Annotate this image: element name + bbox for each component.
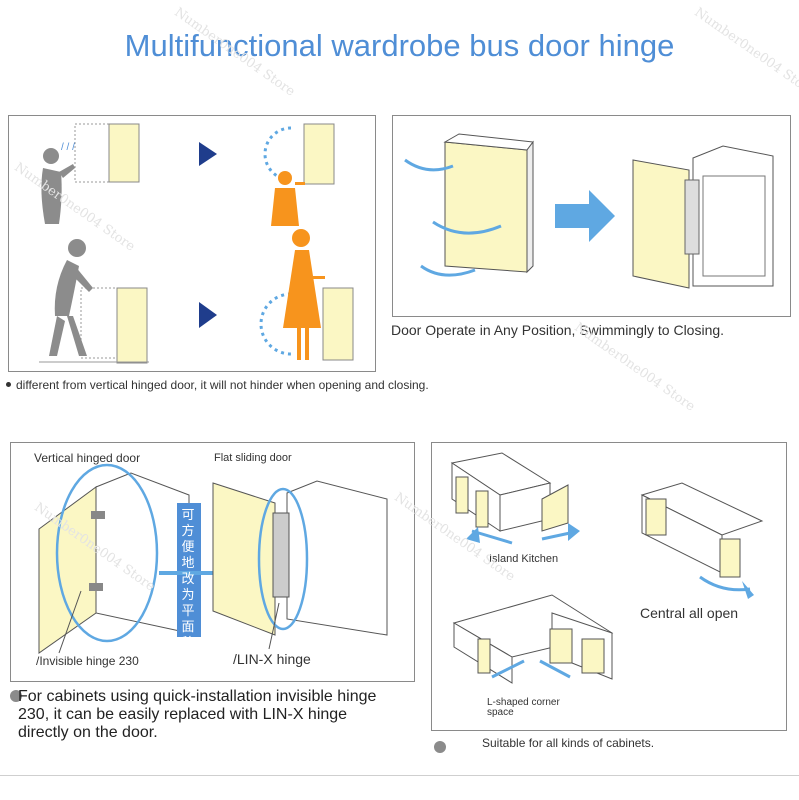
- operation-illustration: [404, 133, 774, 289]
- vertical-hinged-cabinet: [38, 472, 190, 654]
- hinge-replacement-panel: [10, 442, 415, 682]
- arrow-right-light: [555, 190, 615, 242]
- cabinet-door-bottom-left: [116, 287, 148, 364]
- cabinet-right: [632, 145, 774, 289]
- comparison-illustration: / / /: [39, 123, 354, 364]
- hinge-highlight-left: [55, 463, 159, 643]
- label-island-kitchen: Island Kitchen: [489, 553, 559, 565]
- hand-arrow-3: [420, 264, 476, 277]
- caption-hinge-replacement: For cabinets using quick-installation in…: [18, 688, 377, 741]
- bullet-4: [434, 741, 446, 753]
- cabinet-types-illustration: [450, 452, 764, 684]
- cabinet-door-top-right: [303, 123, 335, 185]
- label-l-shaped: L-shaped corner space: [487, 697, 560, 718]
- hinge-illustration: [38, 463, 388, 654]
- orange-person-bottom: [283, 229, 325, 360]
- label-invisible-hinge: /Invisible hinge 230: [36, 654, 139, 668]
- page-title: Multifunctional wardrobe bus door hinge: [124, 28, 675, 63]
- pointer-invisible-hinge: [58, 590, 82, 654]
- gray-person-top: [41, 148, 75, 224]
- orange-person-top: [271, 171, 305, 226]
- hinge-highlight-right: [257, 487, 309, 631]
- hand-arrow-2: [432, 220, 502, 235]
- hand-arrow-1: [404, 158, 454, 172]
- label-central-open: Central all open: [640, 605, 739, 621]
- cabinet-door-top-left: [108, 123, 140, 183]
- caption-vertical-door: different from vertical hinged door, it …: [16, 378, 429, 392]
- caption-door-operate: Door Operate in Any Position, Swimmingly…: [391, 322, 725, 338]
- label-flat-sliding-door: Flat sliding door: [214, 452, 292, 464]
- bottom-divider: [0, 775, 799, 776]
- hinged-door-outline-bottom: [80, 287, 118, 359]
- label-vertical-hinged-door: Vertical hinged door: [34, 451, 141, 465]
- l-shaped-cabinet: [452, 594, 614, 684]
- arrow-right-dark-bottom: [199, 302, 217, 328]
- cabinet-left: [443, 133, 534, 274]
- chinese-label: 可方便地改为平面移门: [181, 507, 195, 666]
- caption-all-cabinets: Suitable for all kinds of cabinets.: [482, 736, 655, 750]
- cabinet-types-panel: [431, 442, 787, 731]
- bullet-3: [10, 690, 22, 702]
- pointer-linx-hinge: [268, 602, 280, 650]
- flat-sliding-cabinet: [212, 480, 388, 636]
- hinged-door-outline: [74, 123, 110, 183]
- arrow-right-dark-top: [199, 142, 217, 166]
- cabinet-door-bottom-right: [322, 287, 354, 361]
- comparison-panel: / / /: [8, 115, 376, 372]
- island-kitchen: [450, 452, 569, 532]
- chinese-label-box: [177, 503, 201, 637]
- bullet-1: [6, 382, 11, 387]
- central-open-cabinet: [640, 482, 764, 578]
- svg-text:/ / /: / / /: [61, 142, 75, 153]
- label-linx-hinge: /LIN-X hinge: [233, 651, 311, 667]
- gray-person-bottom: [49, 239, 93, 356]
- operation-panel: [392, 115, 791, 317]
